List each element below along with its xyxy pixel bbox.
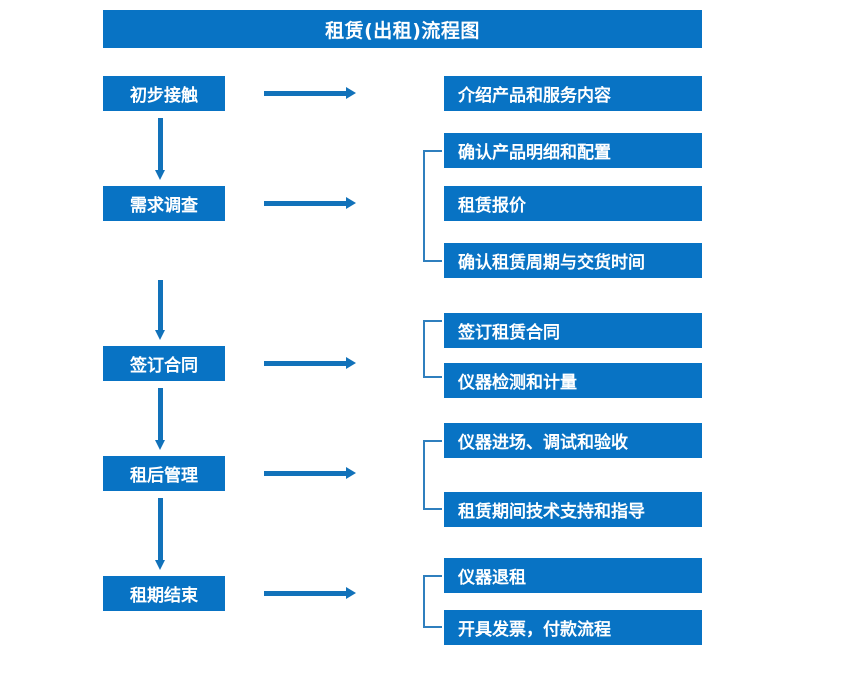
detail-label: 租赁报价 — [458, 196, 526, 216]
stage-node-1[interactable]: 初步接触 — [103, 76, 225, 111]
detail-node-4[interactable]: 确认租赁周期与交货时间 — [444, 243, 702, 278]
detail-node-5[interactable]: 签订租赁合同 — [444, 313, 702, 348]
detail-node-9[interactable]: 仪器退租 — [444, 558, 702, 593]
right-arrow-icon-4 — [264, 467, 356, 479]
arrow-shaft — [264, 201, 347, 206]
group-bracket-2 — [423, 150, 442, 262]
detail-node-8[interactable]: 租赁期间技术支持和指导 — [444, 492, 702, 527]
group-bracket-5 — [423, 575, 442, 628]
right-arrow-icon-2 — [264, 197, 356, 209]
down-arrow-icon-2 — [155, 280, 165, 340]
stage-label: 租后管理 — [130, 466, 198, 486]
arrow-head — [346, 87, 356, 99]
arrow-head — [346, 587, 356, 599]
stage-node-2[interactable]: 需求调查 — [103, 186, 225, 221]
detail-node-3[interactable]: 租赁报价 — [444, 186, 702, 221]
group-bracket-4 — [423, 440, 442, 510]
stage-label: 租期结束 — [130, 586, 198, 606]
detail-label: 介绍产品和服务内容 — [458, 86, 611, 106]
detail-label: 确认租赁周期与交货时间 — [458, 253, 645, 273]
arrow-shaft — [264, 361, 347, 366]
arrow-shaft — [158, 498, 163, 561]
arrow-shaft — [158, 118, 163, 171]
page-title: 租赁(出租)流程图 — [325, 19, 480, 42]
detail-label: 仪器检测和计量 — [458, 373, 577, 393]
stage-label: 需求调查 — [130, 196, 198, 216]
arrow-head — [346, 197, 356, 209]
down-arrow-icon-3 — [155, 388, 165, 450]
group-bracket-3 — [423, 320, 442, 378]
detail-label: 仪器进场、调试和验收 — [458, 433, 628, 453]
stage-node-5[interactable]: 租期结束 — [103, 576, 225, 611]
arrow-head — [155, 560, 165, 570]
right-arrow-icon-1 — [264, 87, 356, 99]
down-arrow-icon-4 — [155, 498, 165, 570]
right-arrow-icon-3 — [264, 357, 356, 369]
detail-node-6[interactable]: 仪器检测和计量 — [444, 363, 702, 398]
detail-node-7[interactable]: 仪器进场、调试和验收 — [444, 423, 702, 458]
stage-label: 签订合同 — [130, 356, 198, 376]
detail-label: 开具发票，付款流程 — [458, 620, 611, 640]
stage-label: 初步接触 — [130, 86, 198, 106]
arrow-head — [155, 170, 165, 180]
stage-node-3[interactable]: 签订合同 — [103, 346, 225, 381]
arrow-head — [346, 467, 356, 479]
detail-node-1[interactable]: 介绍产品和服务内容 — [444, 76, 702, 111]
arrow-shaft — [264, 591, 347, 596]
chart-title-bar: 租赁(出租)流程图 — [103, 10, 702, 48]
detail-node-10[interactable]: 开具发票，付款流程 — [444, 610, 702, 645]
arrow-head — [155, 330, 165, 340]
arrow-shaft — [264, 471, 347, 476]
arrow-shaft — [264, 91, 347, 96]
right-arrow-icon-5 — [264, 587, 356, 599]
arrow-shaft — [158, 388, 163, 441]
arrow-shaft — [158, 280, 163, 331]
detail-label: 租赁期间技术支持和指导 — [458, 502, 645, 522]
detail-node-2[interactable]: 确认产品明细和配置 — [444, 133, 702, 168]
down-arrow-icon-1 — [155, 118, 165, 180]
arrow-head — [155, 440, 165, 450]
detail-label: 签订租赁合同 — [458, 323, 560, 343]
arrow-head — [346, 357, 356, 369]
detail-label: 仪器退租 — [458, 568, 526, 588]
detail-label: 确认产品明细和配置 — [458, 143, 611, 163]
stage-node-4[interactable]: 租后管理 — [103, 456, 225, 491]
